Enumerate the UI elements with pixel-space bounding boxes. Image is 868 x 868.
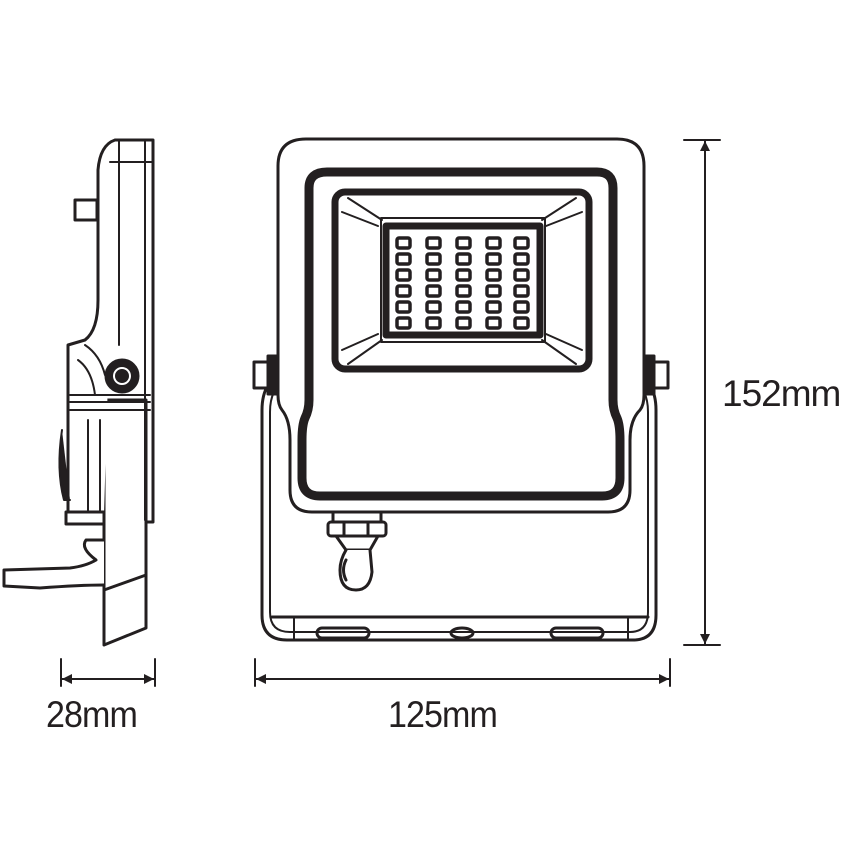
depth-label: 28mm xyxy=(46,694,138,735)
led-row xyxy=(395,236,530,250)
front-view xyxy=(252,137,670,642)
housing-inner-frame xyxy=(297,167,625,501)
housing-outer xyxy=(276,137,646,514)
led-board xyxy=(382,222,544,339)
led-array xyxy=(395,236,530,330)
cable-gland xyxy=(326,510,388,592)
pivot-knob-right xyxy=(642,354,670,396)
width-dimension-line xyxy=(254,658,671,687)
side-view xyxy=(2,138,155,647)
mounting-bracket xyxy=(260,383,658,642)
mounting-hole-center xyxy=(449,626,475,640)
led-row xyxy=(395,252,530,266)
mounting-slot-left xyxy=(315,626,371,640)
side-tab xyxy=(73,198,99,222)
depth-dimension-line xyxy=(60,658,156,687)
height-dimension-line xyxy=(683,139,721,646)
led-row xyxy=(395,300,530,314)
height-label: 152mm xyxy=(722,373,841,414)
led-row xyxy=(395,316,530,330)
mounting-slot-right xyxy=(549,626,605,640)
side-bracket xyxy=(102,398,148,647)
led-row xyxy=(395,284,530,298)
reflector xyxy=(331,188,593,373)
side-cable xyxy=(2,538,106,590)
led-row xyxy=(395,268,530,282)
width-label: 125mm xyxy=(388,694,498,735)
pivot-knob-left xyxy=(252,354,280,396)
